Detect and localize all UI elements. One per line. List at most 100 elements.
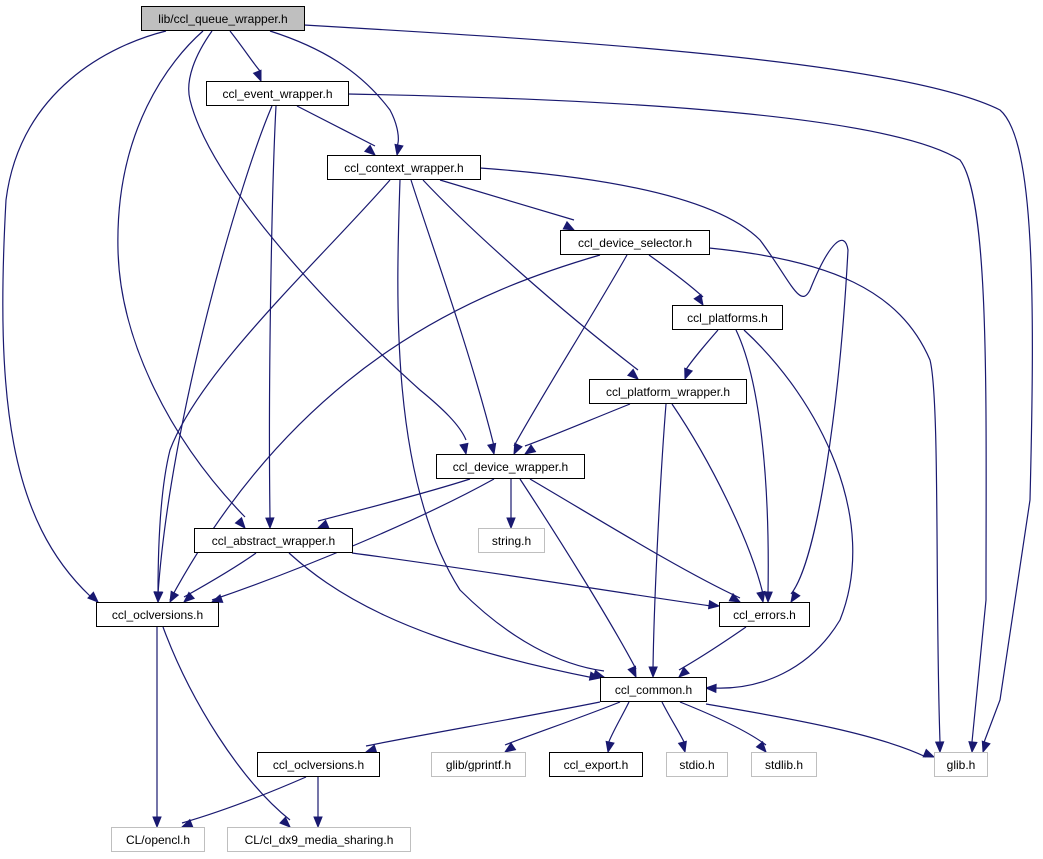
node-ccl-oclversions-bottom[interactable]: ccl_oclversions.h <box>257 752 380 777</box>
arrowhead-icon <box>684 367 694 381</box>
node-ccl-platform-wrapper[interactable]: ccl_platform_wrapper.h <box>589 379 747 404</box>
edge-line <box>678 626 747 671</box>
arrowhead-icon <box>506 517 516 530</box>
edge-line <box>679 701 767 746</box>
edge-line <box>708 247 941 743</box>
edge-line <box>524 403 631 447</box>
edge-line <box>671 403 764 595</box>
node-label: stdlib.h <box>765 758 803 772</box>
edge-ccl_abstract_wrapper-to-ccl_common <box>288 552 602 681</box>
node-box <box>257 752 380 777</box>
edge-ccl_platforms-to-ccl_common <box>704 329 854 694</box>
node-label: glib.h <box>947 758 976 772</box>
edge-line <box>397 179 605 672</box>
arrowhead-icon <box>152 816 162 829</box>
edge-ccl_platforms-to-ccl_errors <box>735 329 773 604</box>
edge-ccl_common-to-ccl_oclversions_bottom <box>364 701 601 754</box>
edge-ccl_queue_wrapper-to-ccl_event_wrapper <box>229 30 262 83</box>
edge-ccl_device_selector-to-ccl_device_wrapper <box>513 254 628 456</box>
edge-line <box>269 30 399 147</box>
node-label: ccl_common.h <box>615 683 692 697</box>
edge-line <box>347 93 987 743</box>
edge-ccl_common-to-stdio_h <box>661 701 687 754</box>
node-ccl-device-wrapper[interactable]: ccl_device_wrapper.h <box>436 454 585 479</box>
edge-ccl_context_wrapper-to-ccl_device_wrapper <box>410 179 497 456</box>
edge-line <box>169 254 601 601</box>
node-ccl-oclversions-top[interactable]: ccl_oclversions.h <box>96 602 219 627</box>
edge-ccl_event_wrapper-to-ccl_abstract_wrapper <box>265 105 277 530</box>
arrowhead-icon <box>922 748 936 758</box>
arrowhead-icon <box>394 143 404 157</box>
node-box <box>560 230 710 255</box>
arrowhead-icon <box>756 590 766 604</box>
arrowhead-icon <box>182 591 196 603</box>
edge-ccl_device_wrapper-to-ccl_abstract_wrapper <box>316 478 471 529</box>
arrowhead-icon <box>169 590 180 604</box>
edge-line <box>268 105 277 519</box>
node-ccl-common[interactable]: ccl_common.h <box>600 677 707 702</box>
node-box <box>549 752 643 777</box>
node-ccl-export[interactable]: ccl_export.h <box>549 752 643 777</box>
node-label: ccl_event_wrapper.h <box>222 87 332 101</box>
edge-ccl_abstract_wrapper-to-ccl_errors <box>351 552 721 610</box>
edge-ccl_oclversions_bottom-to-cl_dx9 <box>313 777 323 829</box>
node-label: ccl_errors.h <box>733 608 796 622</box>
edge-line <box>162 626 291 821</box>
node-box <box>431 752 526 777</box>
edge-line <box>410 179 495 447</box>
node-label: lib/ccl_queue_wrapper.h <box>158 12 287 26</box>
arrowhead-icon <box>678 666 690 678</box>
edge-line <box>157 179 391 595</box>
arrowhead-icon <box>562 220 576 231</box>
node-ccl-queue-wrapper[interactable]: lib/ccl_queue_wrapper.h <box>141 6 305 31</box>
edge-line <box>288 552 595 679</box>
edge-ccl_oclversions_bottom-to-cl_opencl <box>180 776 307 828</box>
edge-ccl_common-to-stdlib_h <box>679 701 767 754</box>
node-label: ccl_device_wrapper.h <box>453 460 568 474</box>
arrowhead-icon <box>981 740 991 754</box>
node-label: ccl_abstract_wrapper.h <box>212 534 335 548</box>
node-box <box>934 752 988 777</box>
arrowhead-icon <box>87 591 99 603</box>
node-ccl-context-wrapper[interactable]: ccl_context_wrapper.h <box>327 155 481 180</box>
node-ccl-event-wrapper[interactable]: ccl_event_wrapper.h <box>206 81 349 106</box>
arrowhead-icon <box>265 517 275 530</box>
edge-line <box>713 329 854 689</box>
arrowhead-icon <box>252 69 262 83</box>
edge-line <box>735 329 769 595</box>
node-ccl-platforms[interactable]: ccl_platforms.h <box>672 305 783 330</box>
edge-ccl_device_selector-to-glib_h <box>708 247 945 754</box>
node-box <box>478 528 545 553</box>
arrowhead-icon <box>605 740 615 754</box>
node-ccl-errors[interactable]: ccl_errors.h <box>719 602 810 627</box>
edge-ccl_common-to-glib_h <box>705 703 936 758</box>
node-label: CL/cl_dx9_media_sharing.h <box>245 833 394 847</box>
edge-line <box>303 24 1033 746</box>
edge-ccl_queue_wrapper-to-glib_h <box>303 24 1033 754</box>
node-ccl-device-selector[interactable]: ccl_device_selector.h <box>560 230 710 255</box>
edge-ccl_abstract_wrapper-to-ccl_oclversions_top <box>182 552 257 603</box>
node-box <box>436 454 585 479</box>
arrowhead-icon <box>234 516 246 530</box>
arrowhead-icon <box>523 444 537 455</box>
node-label: ccl_platforms.h <box>687 311 768 325</box>
arrowhead-icon <box>934 741 945 754</box>
arrowhead-icon <box>707 599 721 610</box>
arrowhead-icon <box>364 744 378 754</box>
edges-layer <box>2 24 1033 829</box>
node-ccl-abstract-wrapper[interactable]: ccl_abstract_wrapper.h <box>194 528 353 553</box>
edge-ccl_device_wrapper-to-ccl_oclversions_top <box>210 478 495 603</box>
edge-ccl_context_wrapper-to-ccl_oclversions_top <box>153 179 391 604</box>
node-glib-gprintf: glib/gprintf.h <box>431 752 526 777</box>
arrowhead-icon <box>704 683 717 694</box>
arrowhead-icon <box>755 740 767 754</box>
node-label: stdio.h <box>679 758 714 772</box>
arrowhead-icon <box>677 740 687 754</box>
arrowhead-icon <box>459 442 469 456</box>
node-box <box>111 827 205 852</box>
edge-ccl_context_wrapper-to-ccl_errors <box>479 167 849 604</box>
arrowhead-icon <box>363 144 377 156</box>
node-stdlib-h: stdlib.h <box>751 752 817 777</box>
arrowhead-icon <box>648 666 658 679</box>
edge-ccl_device_wrapper-to-ccl_errors <box>529 478 742 603</box>
